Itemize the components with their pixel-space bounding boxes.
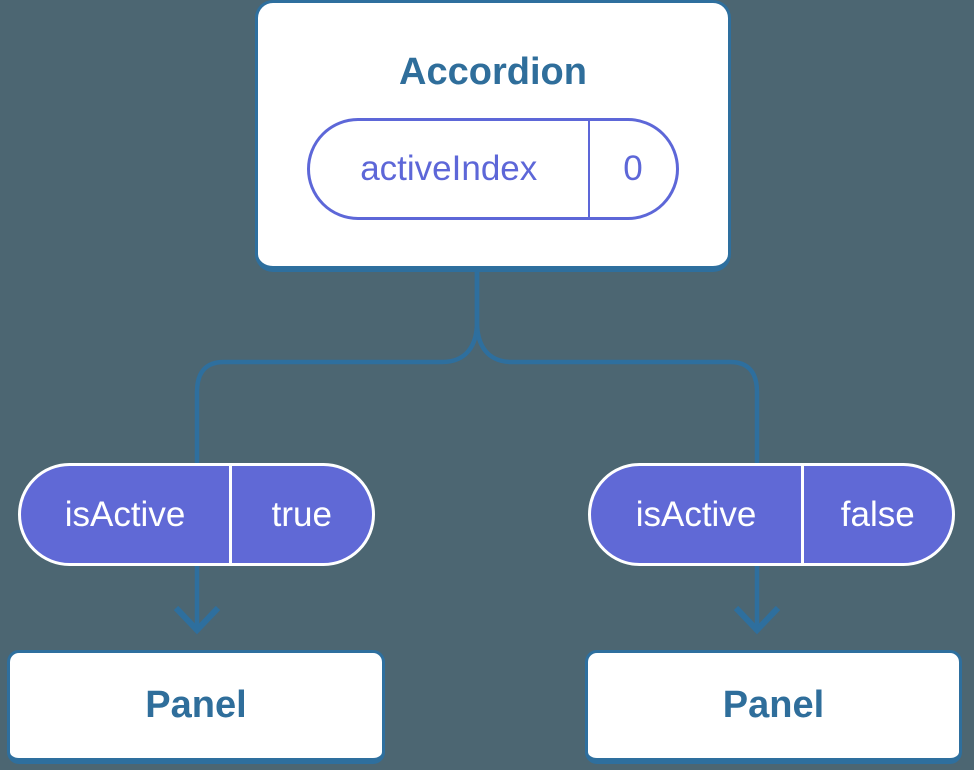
state-pill-activeindex: activeIndex 0 (307, 117, 679, 220)
accordion-node-title: Accordion (399, 50, 587, 93)
branch-right-line (474, 268, 760, 463)
arrow-left-head-icon (173, 605, 221, 635)
pill-divider (587, 120, 590, 217)
prop-pill-value: true (271, 494, 332, 534)
accordion-node: Accordion activeIndex 0 (255, 0, 731, 272)
branch-left-line (194, 268, 480, 463)
panel-node-title: Panel (145, 684, 247, 726)
prop-pill-name: isActive (64, 494, 186, 534)
pill-divider (229, 466, 232, 563)
prop-pill-name: isActive (635, 494, 757, 534)
prop-pill-isactive-false: isActive false (588, 463, 955, 566)
panel-node-right: Panel (585, 650, 962, 764)
state-pill-value: 0 (623, 148, 643, 188)
panel-node-left: Panel (7, 650, 385, 764)
panel-node-title: Panel (722, 684, 825, 726)
state-pill-name: activeIndex (360, 148, 538, 188)
prop-pill-isactive-true: isActive true (18, 463, 375, 566)
arrow-right-head-icon (733, 605, 781, 635)
prop-pill-value: false (840, 494, 915, 534)
pill-divider (801, 466, 804, 563)
